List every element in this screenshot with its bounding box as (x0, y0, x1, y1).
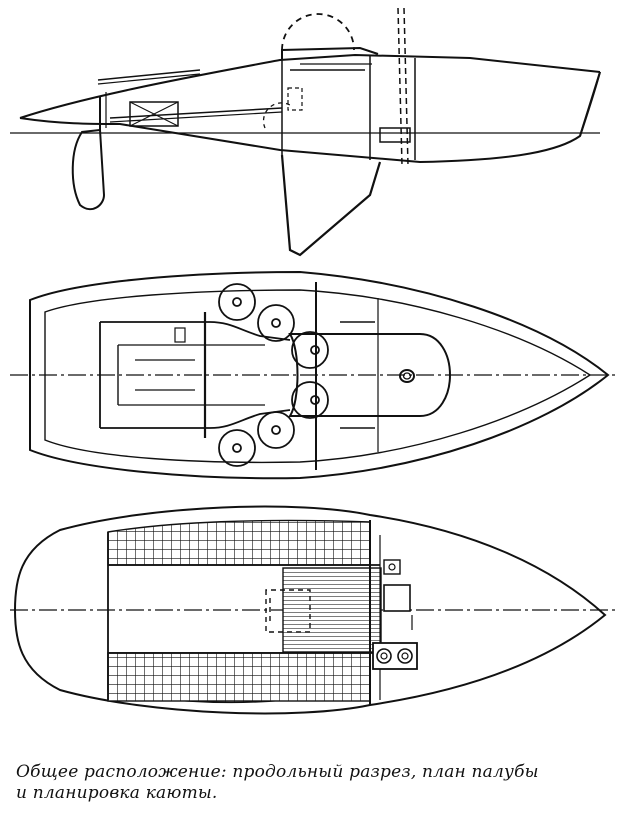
mast (397, 7, 403, 166)
cabin-top (281, 46, 379, 60)
figure-caption: Общее расположение: продольный разрез, п… (16, 762, 616, 804)
caption-line-1: Общее расположение: продольный разрез, п… (16, 762, 539, 782)
winches (218, 283, 329, 467)
keel (280, 154, 382, 257)
hull-bottom (19, 71, 601, 164)
deck-outline (29, 270, 610, 480)
rudder (71, 128, 106, 211)
cabin-sole (282, 567, 382, 653)
stove (372, 642, 418, 670)
table-outline (265, 589, 311, 633)
cabin-layout (10, 505, 615, 715)
sheer-line (19, 53, 601, 119)
hatch-arc (281, 13, 355, 51)
longitudinal-section (10, 7, 601, 257)
cabin-top-plan (288, 333, 452, 417)
cabin-hull-outline (13, 505, 607, 715)
caption-line-2: и планировка каюты. (16, 783, 218, 803)
berth-starboard (107, 519, 371, 566)
deck-plan (10, 270, 615, 480)
cockpit-locker (129, 101, 179, 127)
sink (383, 559, 401, 575)
yacht-drawing (10, 7, 615, 715)
mast-step (399, 369, 415, 383)
